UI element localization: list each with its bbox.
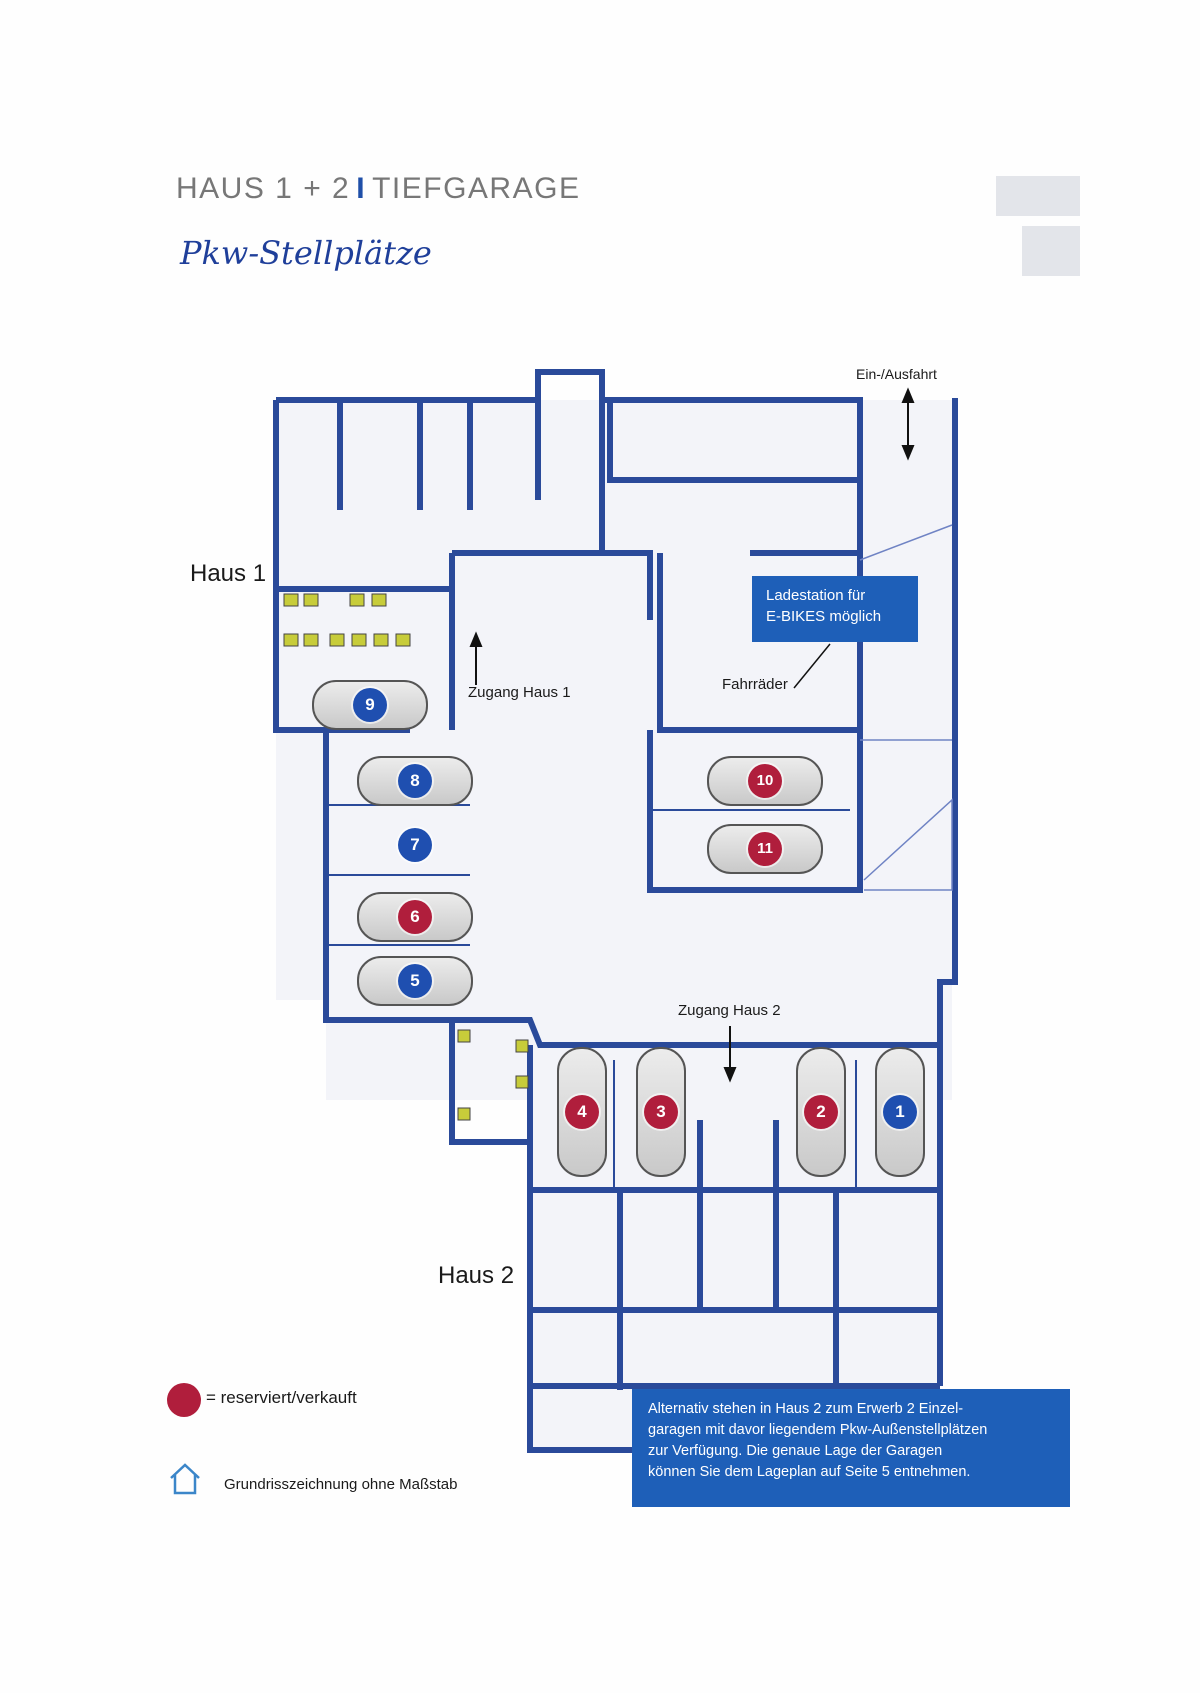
info-line-3: zur Verfügung. Die genaue Lage der Garag… [648, 1443, 943, 1459]
parking-space-badge[interactable]: 2 [804, 1095, 838, 1129]
zugang-haus1-label: Zugang Haus 1 [468, 684, 571, 701]
parking-space-badge[interactable]: 5 [398, 964, 432, 998]
page-tab-bottom [1022, 226, 1080, 276]
title-separator: I [356, 172, 367, 205]
info-box: Alternativ stehen in Haus 2 zum Erwerb 2… [632, 1389, 1070, 1507]
parking-space-badge[interactable]: 9 [353, 688, 387, 722]
parking-space-badge[interactable]: 11 [748, 832, 782, 866]
title-rest: TIEFGARAGE [372, 172, 581, 205]
ebike-line2: E-BIKES möglich [766, 608, 882, 625]
lower-outer-wall [452, 1017, 940, 1048]
fahrraeder-label: Fahrräder [722, 676, 788, 693]
haus1-stair-wall [535, 372, 605, 550]
title-main: HAUS 1 + 2 [176, 172, 351, 205]
parking-separators-lower [613, 1060, 857, 1190]
zugang-haus1-arrow-icon [469, 631, 483, 685]
page-tab-top [996, 176, 1080, 216]
parking-space-badge[interactable]: 4 [565, 1095, 599, 1129]
bike-racks [283, 593, 529, 1121]
haus2-outer-wall [527, 1045, 640, 1453]
entrance-ramp [859, 524, 953, 891]
parking-space-badge[interactable]: 1 [883, 1095, 917, 1129]
info-line-2: garagen mit davor liegendem Pkw-Außenste… [648, 1422, 988, 1438]
haus2-lower [530, 1307, 940, 1389]
entrance-label: Ein-/Ausfahrt [856, 366, 937, 382]
parking-space-badge[interactable]: 7 [398, 828, 432, 862]
info-line-1: Alternativ stehen in Haus 2 zum Erwerb 2… [648, 1401, 964, 1417]
ebike-callout-line [793, 643, 831, 689]
house-icon [170, 1463, 200, 1495]
parking-space-badge[interactable]: 8 [398, 764, 432, 798]
right-outer-wall [937, 398, 958, 1386]
reserved-legend-dot [167, 1383, 201, 1417]
parking-space-badge[interactable]: 10 [748, 764, 782, 798]
zugang-haus2-label: Zugang Haus 2 [678, 1002, 781, 1019]
entrance-arrow-icon [901, 387, 915, 461]
ebike-line1: Ladestation für [766, 587, 866, 604]
haus2-rooms [530, 1120, 940, 1390]
zugang-haus2-arrow-icon [723, 1026, 737, 1083]
page-subtitle: Pkw-Stellplätze [180, 234, 432, 272]
info-line-4: können Sie dem Lageplan auf Seite 5 entn… [648, 1464, 971, 1480]
reserved-legend-text: = reserviert/verkauft [206, 1388, 357, 1407]
haus1-rooms [276, 550, 653, 733]
haus1-label: Haus 1 [190, 560, 267, 587]
parking-space-badge[interactable]: 3 [644, 1095, 678, 1129]
haus1-inner-rooms [337, 400, 860, 510]
parking-space-badge[interactable]: 6 [398, 900, 432, 934]
ebike-callout: Ladestation für E-BIKES möglich [752, 576, 918, 642]
scale-note: Grundrisszeichnung ohne Maßstab [224, 1476, 458, 1493]
haus2-label: Haus 2 [438, 1262, 515, 1289]
